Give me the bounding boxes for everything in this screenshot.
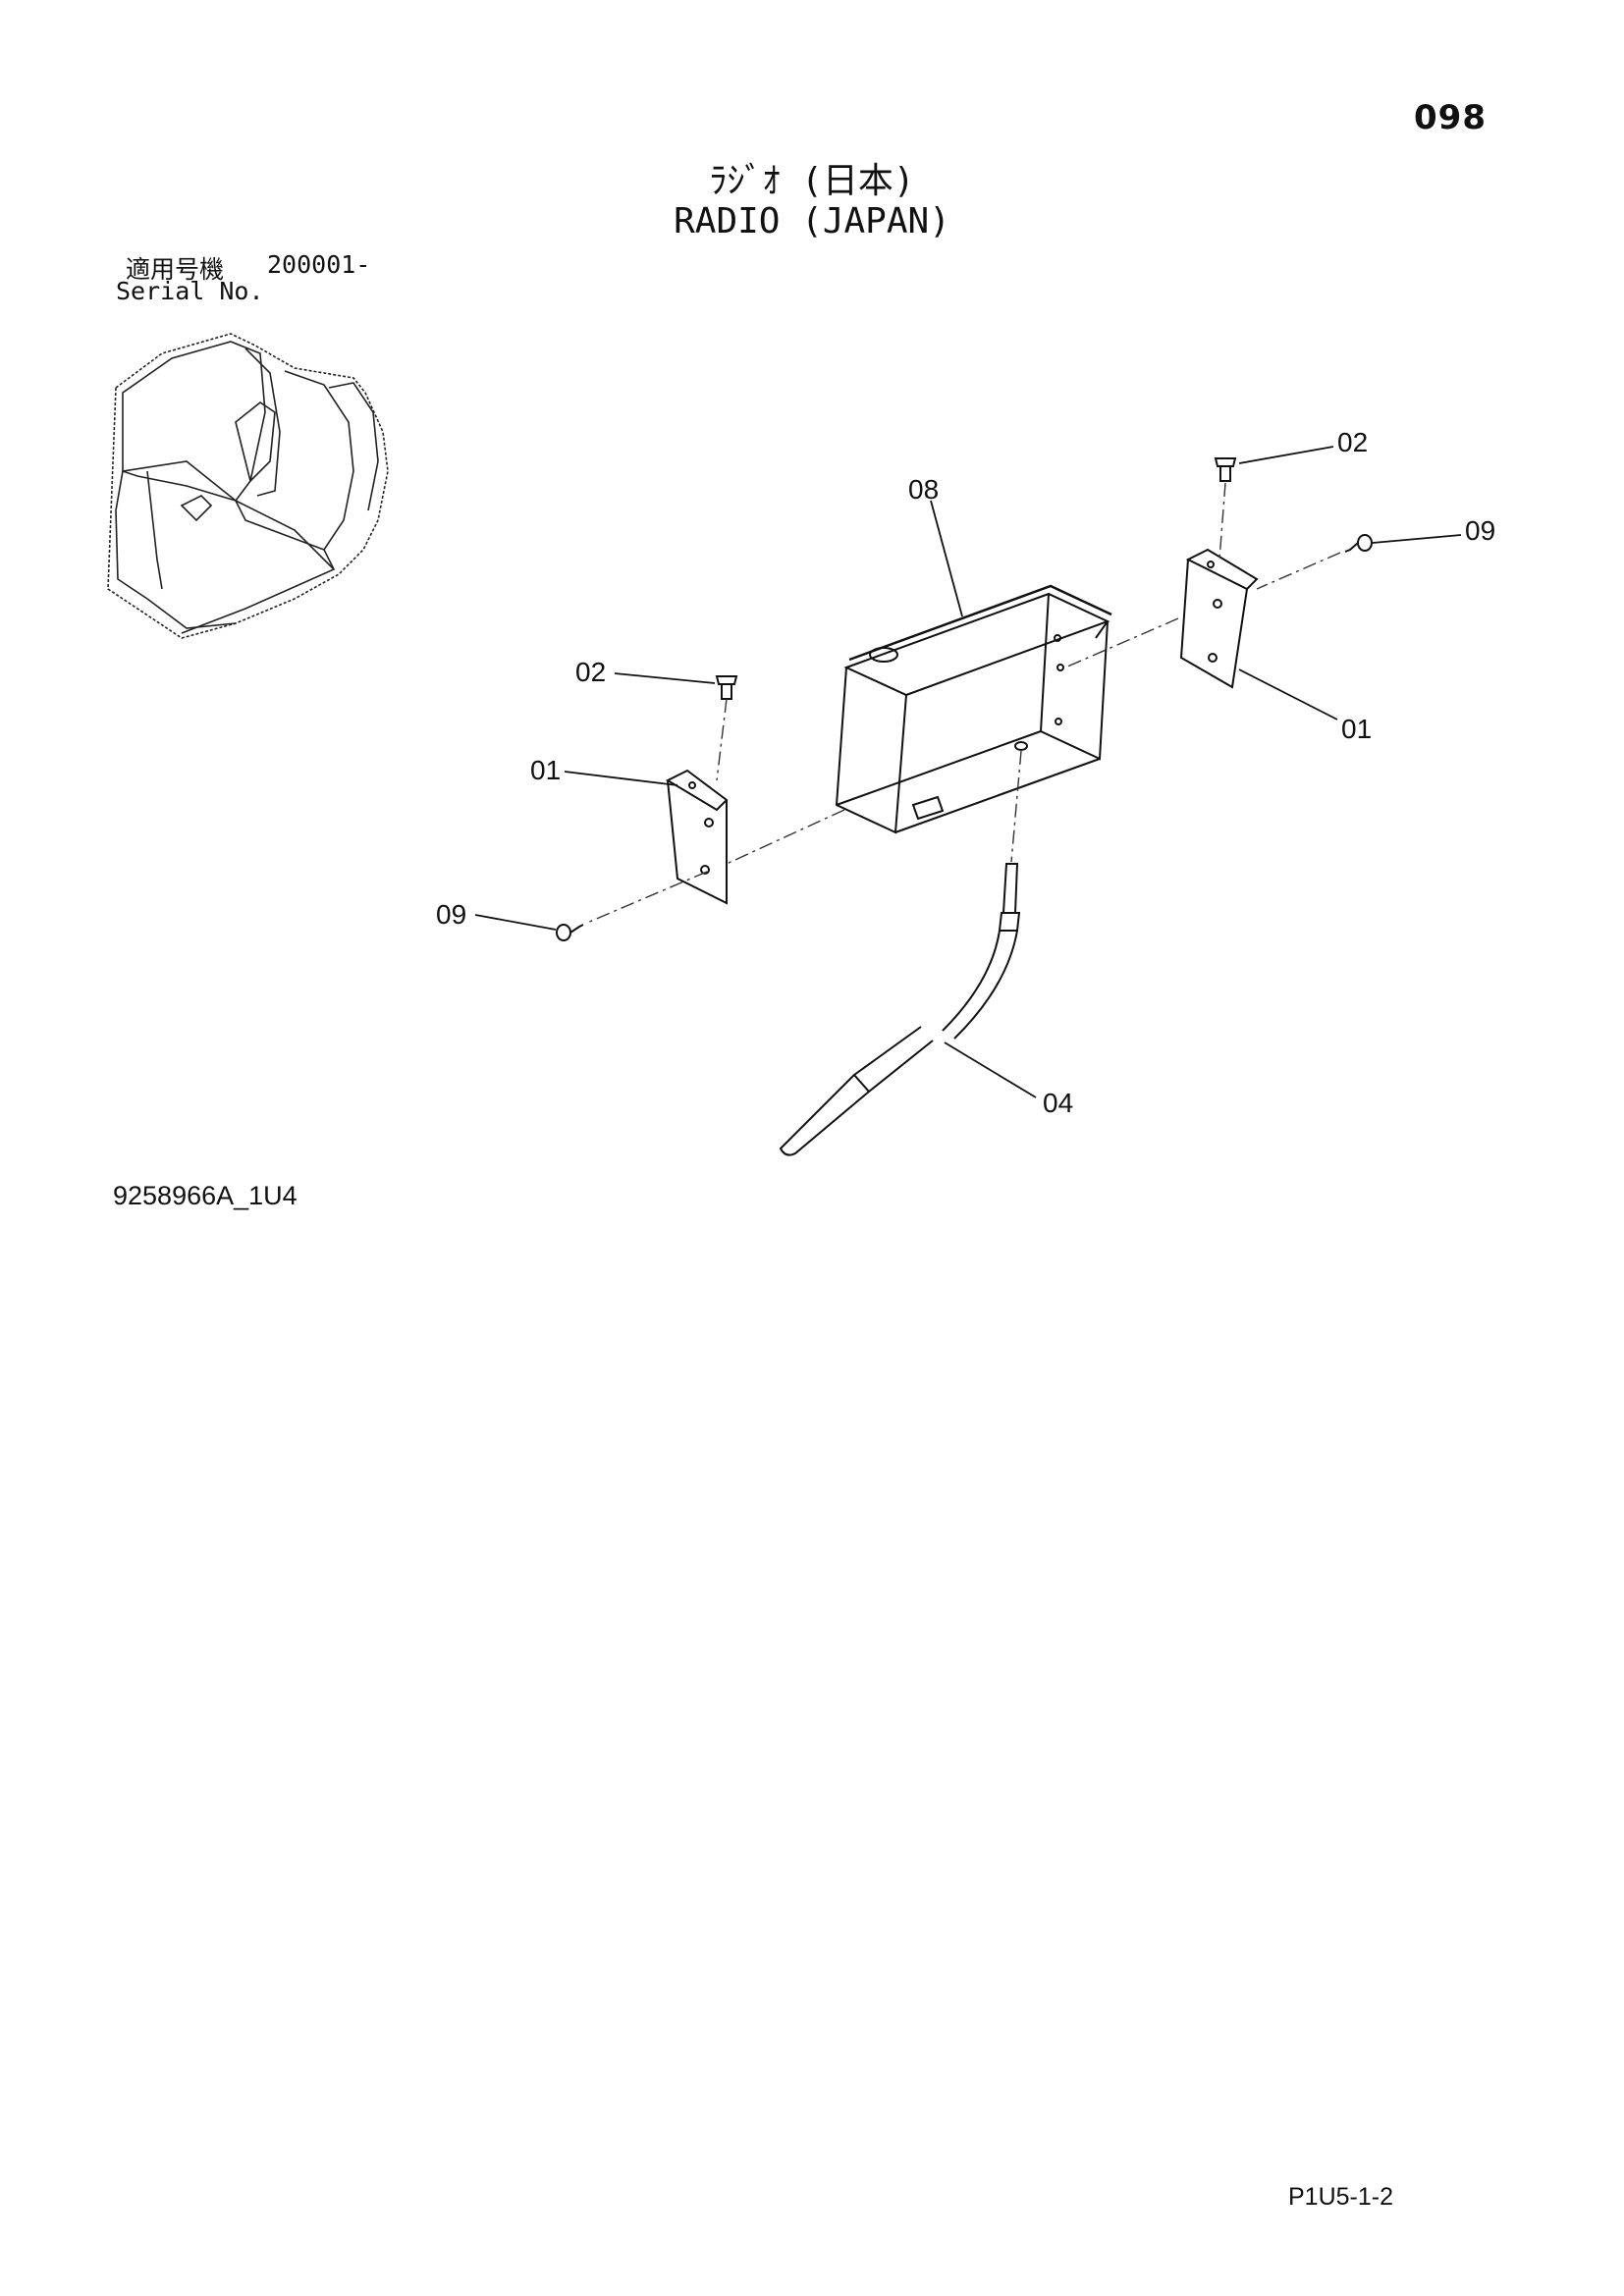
sheet-code: P1U5-1-2 xyxy=(1288,2183,1393,2211)
left-screw xyxy=(715,675,738,700)
page-title-english: RADIO (JAPAN) xyxy=(674,201,950,241)
drawing-code: 9258966A_1U4 xyxy=(113,1181,298,1210)
page-title-japanese: ﾗｼﾞｵ (日本) xyxy=(709,161,915,201)
antenna-cable xyxy=(779,863,1021,1156)
callout-02-left: 02 xyxy=(575,657,606,687)
cab-location-thumbnail xyxy=(107,333,389,639)
right-mounting-bracket xyxy=(1179,548,1259,689)
assembly-axis-lines xyxy=(586,482,1341,924)
callout-04: 04 xyxy=(1043,1088,1073,1118)
serial-label-english: Serial No. xyxy=(116,277,264,305)
serial-number-value: 200001- xyxy=(267,250,371,279)
callout-01-left: 01 xyxy=(530,755,561,785)
right-bolt xyxy=(1344,534,1373,553)
radio-unit xyxy=(835,584,1112,834)
serial-label-japanese: 適用号機 xyxy=(126,255,225,284)
right-screw xyxy=(1214,457,1237,482)
callout-09-right: 09 xyxy=(1465,515,1495,546)
callout-01-right: 01 xyxy=(1341,714,1372,744)
callout-02-right: 02 xyxy=(1337,427,1368,457)
left-bolt xyxy=(556,924,584,941)
page-number: 098 xyxy=(1414,98,1487,137)
callout-leaders xyxy=(474,446,1462,1098)
left-mounting-bracket xyxy=(665,769,729,905)
callout-08: 08 xyxy=(908,474,939,505)
callout-09-left: 09 xyxy=(436,899,466,930)
